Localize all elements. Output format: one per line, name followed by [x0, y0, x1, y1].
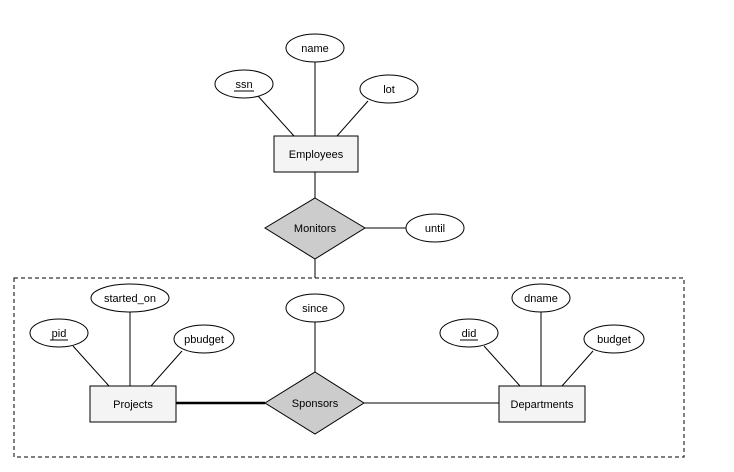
attribute-pbudget-ellipse	[173, 324, 235, 354]
attribute-started-on-ellipse	[90, 283, 170, 313]
relationship-sponsors-label: Sponsors	[292, 398, 339, 410]
edge-employees-ssn	[257, 95, 295, 137]
attribute-until-label: until	[425, 223, 445, 235]
attribute-ssn-label: ssn	[235, 79, 252, 91]
attribute-ssn-ellipse	[214, 69, 274, 99]
attribute-dname-label: dname	[524, 293, 558, 305]
relationship-sponsors-diamond	[264, 371, 365, 435]
edge-projects-pid	[72, 345, 110, 387]
relationship-monitors-diamond	[264, 197, 366, 260]
attribute-budget-ellipse	[583, 324, 645, 354]
attribute-ssn[interactable]: ssn	[214, 69, 274, 99]
attribute-pid-ellipse	[29, 318, 89, 348]
entity-projects-label: Projects	[113, 399, 153, 411]
edge-departments-did	[483, 345, 521, 387]
entity-departments-label: Departments	[511, 399, 574, 411]
attribute-until[interactable]: until	[405, 213, 465, 243]
attribute-started-on[interactable]: started_on	[90, 283, 170, 313]
relationship-monitors[interactable]: Monitors	[264, 197, 366, 260]
edge-departments-budget	[561, 350, 594, 387]
attribute-pid-label: pid	[52, 328, 67, 340]
attribute-budget-label: budget	[597, 334, 631, 346]
attribute-did-ellipse	[439, 318, 499, 348]
attribute-name-ellipse	[285, 33, 345, 63]
attribute-did-label: did	[462, 328, 477, 340]
relationship-monitors-label: Monitors	[294, 223, 337, 235]
entity-departments-box	[498, 385, 586, 423]
attribute-since[interactable]: since	[285, 293, 345, 323]
attribute-pbudget-label: pbudget	[184, 334, 224, 346]
attribute-pid[interactable]: pid	[29, 318, 89, 348]
relationship-sponsors[interactable]: Sponsors	[264, 371, 365, 435]
attribute-pbudget[interactable]: pbudget	[173, 324, 235, 354]
entity-employees-box	[273, 135, 359, 173]
entity-projects[interactable]: Projects	[89, 385, 177, 423]
attribute-started-on-label: started_on	[104, 293, 156, 305]
attribute-did[interactable]: did	[439, 318, 499, 348]
attribute-until-ellipse	[405, 213, 465, 243]
connector-lines	[72, 62, 594, 404]
entity-departments[interactable]: Departments	[498, 385, 586, 423]
attribute-budget[interactable]: budget	[583, 324, 645, 354]
attribute-lot[interactable]: lot	[359, 74, 419, 104]
attribute-since-ellipse	[285, 293, 345, 323]
aggregation-box	[13, 277, 685, 458]
attribute-lot-ellipse	[359, 74, 419, 104]
edge-employees-lot	[336, 100, 369, 137]
entity-employees-label: Employees	[289, 149, 344, 161]
entity-projects-box	[89, 385, 177, 423]
attribute-since-label: since	[302, 303, 328, 315]
entity-employees[interactable]: Employees	[273, 135, 359, 173]
edge-projects-pbudget	[150, 350, 183, 387]
attribute-dname-ellipse	[511, 283, 571, 313]
attribute-name-label: name	[301, 43, 329, 55]
attribute-name[interactable]: name	[285, 33, 345, 63]
attribute-dname[interactable]: dname	[511, 283, 571, 313]
attribute-lot-label: lot	[383, 84, 395, 96]
